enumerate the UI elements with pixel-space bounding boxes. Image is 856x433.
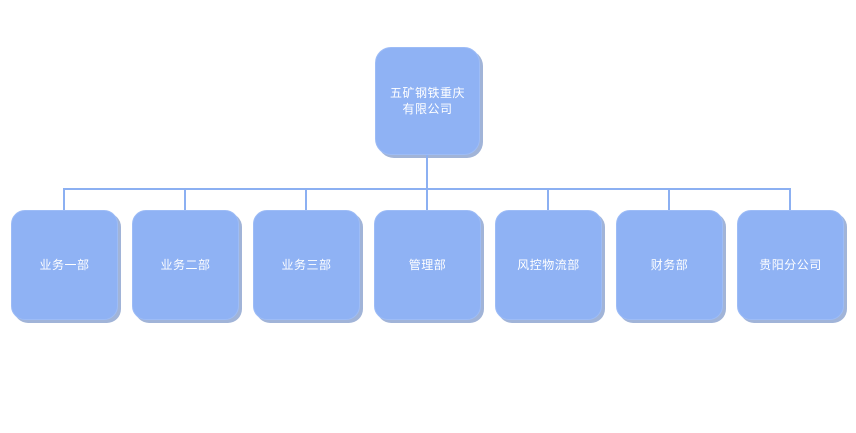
org-node-child-2[interactable]: 业务二部	[132, 210, 239, 320]
org-node-child-2-label: 业务二部	[160, 258, 211, 272]
org-node-child-6-label: 财务部	[650, 258, 689, 272]
connector-drop-7	[789, 188, 791, 210]
org-node-child-4[interactable]: 管理部	[374, 210, 481, 320]
connector-drop-4	[426, 188, 428, 210]
org-node-child-6[interactable]: 财务部	[616, 210, 723, 320]
connector-drop-3	[305, 188, 307, 210]
org-node-child-7-label: 贵阳分公司	[759, 258, 822, 272]
connector-drop-5	[547, 188, 549, 210]
connector-root-stem	[426, 155, 428, 188]
org-node-child-5-label: 风控物流部	[517, 258, 580, 272]
org-node-child-5[interactable]: 风控物流部	[495, 210, 602, 320]
connector-drop-1	[63, 188, 65, 210]
org-node-child-7[interactable]: 贵阳分公司	[737, 210, 844, 320]
connector-drop-2	[184, 188, 186, 210]
org-node-child-3[interactable]: 业务三部	[253, 210, 360, 320]
org-node-child-3-label: 业务三部	[281, 258, 332, 272]
org-node-child-1-label: 业务一部	[39, 258, 90, 272]
org-node-child-1[interactable]: 业务一部	[11, 210, 118, 320]
org-node-child-4-label: 管理部	[408, 258, 447, 272]
org-node-root-label: 五矿钢铁重庆 有限公司	[389, 86, 465, 116]
org-node-root[interactable]: 五矿钢铁重庆 有限公司	[375, 47, 480, 155]
connector-drop-6	[668, 188, 670, 210]
